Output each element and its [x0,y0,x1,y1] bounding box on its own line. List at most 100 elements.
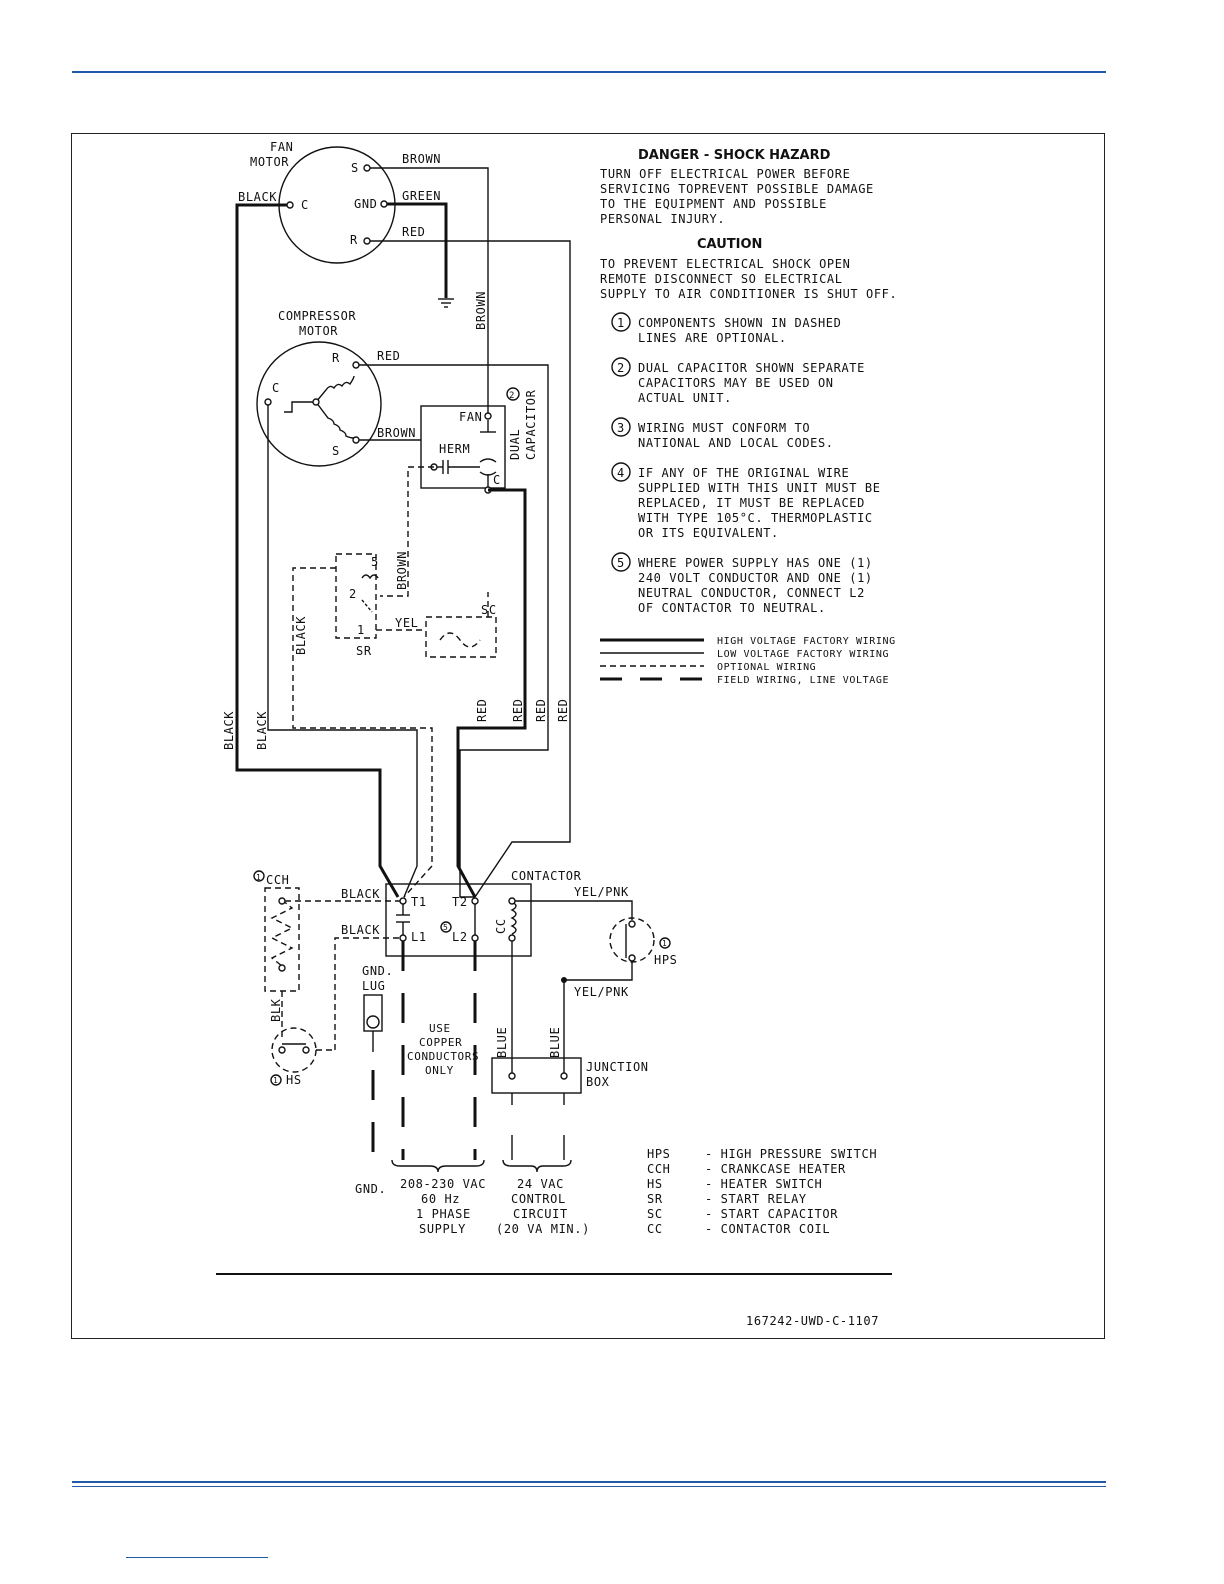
danger-line-4: PERSONAL INJURY. [600,212,725,226]
wire-green: GREEN [402,189,441,203]
junction-box: JUNCTION BOX [491,1057,648,1094]
cap-note-number: 2 [509,391,515,401]
high-pressure-switch: 1 HPS [609,917,677,967]
note-1-num: 1 [617,316,625,330]
legend-2: LOW VOLTAGE FACTORY WIRING [717,649,889,660]
contactor-t1: T1 [411,895,427,909]
hs-label: HS [286,1073,302,1087]
fan-r-label: R [350,233,358,247]
wire-brown-fan: BROWN [402,152,441,166]
note-2-num: 2 [617,361,625,375]
control-2: CONTROL [511,1192,566,1206]
wire-red-4: RED [556,699,570,722]
footer-link-underline [126,1557,268,1558]
legend-3: OPTIONAL WIRING [717,662,816,673]
note-5-line-1: WHERE POWER SUPPLY HAS ONE (1) [638,556,873,570]
compressor-c-label: C [272,381,280,395]
cap-label-dual: DUAL [508,429,522,460]
footer-rule-thin [72,1486,1106,1487]
note-1-line-2: LINES ARE OPTIONAL. [638,331,787,345]
gnd-lug-2: LUG [362,979,385,993]
copper-1: USE [429,1022,451,1035]
danger-line-1: TURN OFF ELECTRICAL POWER BEFORE [600,167,850,181]
compressor-s-label: S [332,444,340,458]
note-1-line-1: COMPONENTS SHOWN IN DASHED [638,316,841,330]
cap-herm-label: HERM [439,442,470,456]
note-4-line-2: SUPPLIED WITH THIS UNIT MUST BE [638,481,881,495]
contactor: CONTACTOR T1 L1 T2 L2 CC 5 [385,869,581,957]
caution-title: CAUTION [697,237,762,252]
compressor-r-label: R [332,351,340,365]
sr-pin5: 5 [371,555,379,569]
compressor-motor: COMPRESSOR MOTOR R C S [256,309,382,467]
abbr-5-desc: - START CAPACITOR [705,1207,838,1221]
ground-symbol [438,298,454,308]
caution-line-2: REMOTE DISCONNECT SO ELECTRICAL [600,272,843,286]
legend-1: HIGH VOLTAGE FACTORY WIRING [717,636,896,647]
dual-capacitor: FAN HERM C 2 DUAL CAPACITOR [420,387,538,494]
cch-label: CCH [266,873,289,887]
diagram-frame [71,133,1105,1339]
control-3: CIRCUIT [513,1207,568,1221]
start-relay: 5 2 1 SR [335,553,379,658]
abbr-6: CC [647,1222,663,1236]
wire-brown-sr: BROWN [395,551,409,590]
abbr-3-desc: - HEATER SWITCH [705,1177,822,1191]
wire-brown-compressor: BROWN [377,426,416,440]
note-2-line-1: DUAL CAPACITOR SHOWN SEPARATE [638,361,865,375]
copper-3: CONDUCTORS [407,1050,479,1063]
abbr-1-desc: - HIGH PRESSURE SWITCH [705,1147,877,1161]
contactor-cc: CC [494,918,508,934]
supply-4: SUPPLY [419,1222,466,1236]
wire-red-2: RED [511,699,525,722]
wire-red-3: RED [534,699,548,722]
wire-yel-pnk-top: YEL/PNK [574,885,629,899]
supply-2: 60 Hz [421,1192,460,1206]
compressor-title-1: COMPRESSOR [278,309,356,323]
wire-blue-2: BLUE [548,1027,562,1058]
sr-pin2: 2 [349,587,357,601]
abbr-5: SC [647,1207,663,1221]
wire-blk: BLK [269,998,283,1022]
contactor-t2: T2 [452,895,468,909]
gnd-lug-1: GND. [362,964,393,978]
wire-black-fan: BLACK [238,190,277,204]
junction-2: BOX [586,1075,610,1089]
copper-2: COPPER [419,1036,462,1049]
line-legend: HIGH VOLTAGE FACTORY WIRING LOW VOLTAGE … [600,636,896,686]
sr-pin1: 1 [357,623,365,637]
fan-c-label: C [301,198,309,212]
wire-black-l1: BLACK [341,923,380,937]
wire-black-t1: BLACK [341,887,380,901]
sc-label: SC [481,603,497,617]
supply-1: 208-230 VAC [400,1177,486,1191]
supply-3: 1 PHASE [416,1207,471,1221]
danger-title: DANGER - SHOCK HAZARD [638,148,831,163]
abbr-2-desc: - CRANKCASE HEATER [705,1162,846,1176]
notes-block: DANGER - SHOCK HAZARD TURN OFF ELECTRICA… [600,148,897,615]
danger-line-3: TO THE EQUIPMENT AND POSSIBLE [600,197,827,211]
hs-note: 1 [273,1076,278,1085]
abbr-4-desc: - START RELAY [705,1192,807,1206]
caution-line-1: TO PREVENT ELECTRICAL SHOCK OPEN [600,257,850,271]
header-rule [72,71,1106,73]
cap-fan-label: FAN [459,410,482,424]
legend-4: FIELD WIRING, LINE VOLTAGE [717,675,889,686]
abbr-4: SR [647,1192,663,1206]
abbr-1: HPS [647,1147,670,1161]
caution-line-3: SUPPLY TO AIR CONDITIONER IS SHUT OFF. [600,287,897,301]
heater-switch: 1 HS [270,1027,317,1087]
fan-motor-title-2: MOTOR [250,155,289,169]
hps-note: 1 [662,939,667,948]
abbr-2: CCH [647,1162,670,1176]
fan-s-label: S [351,161,359,175]
footer-rule [72,1481,1106,1483]
note-5-line-2: 240 VOLT CONDUCTOR AND ONE (1) [638,571,873,585]
note-5-num: 5 [617,556,625,570]
note-2-line-2: CAPACITORS MAY BE USED ON [638,376,834,390]
note-4-line-5: OR ITS EQUIVALENT. [638,526,779,540]
hps-label: HPS [654,953,677,967]
control-4: (20 VA MIN.) [496,1222,590,1236]
wire-black-compressor: BLACK [255,711,269,750]
